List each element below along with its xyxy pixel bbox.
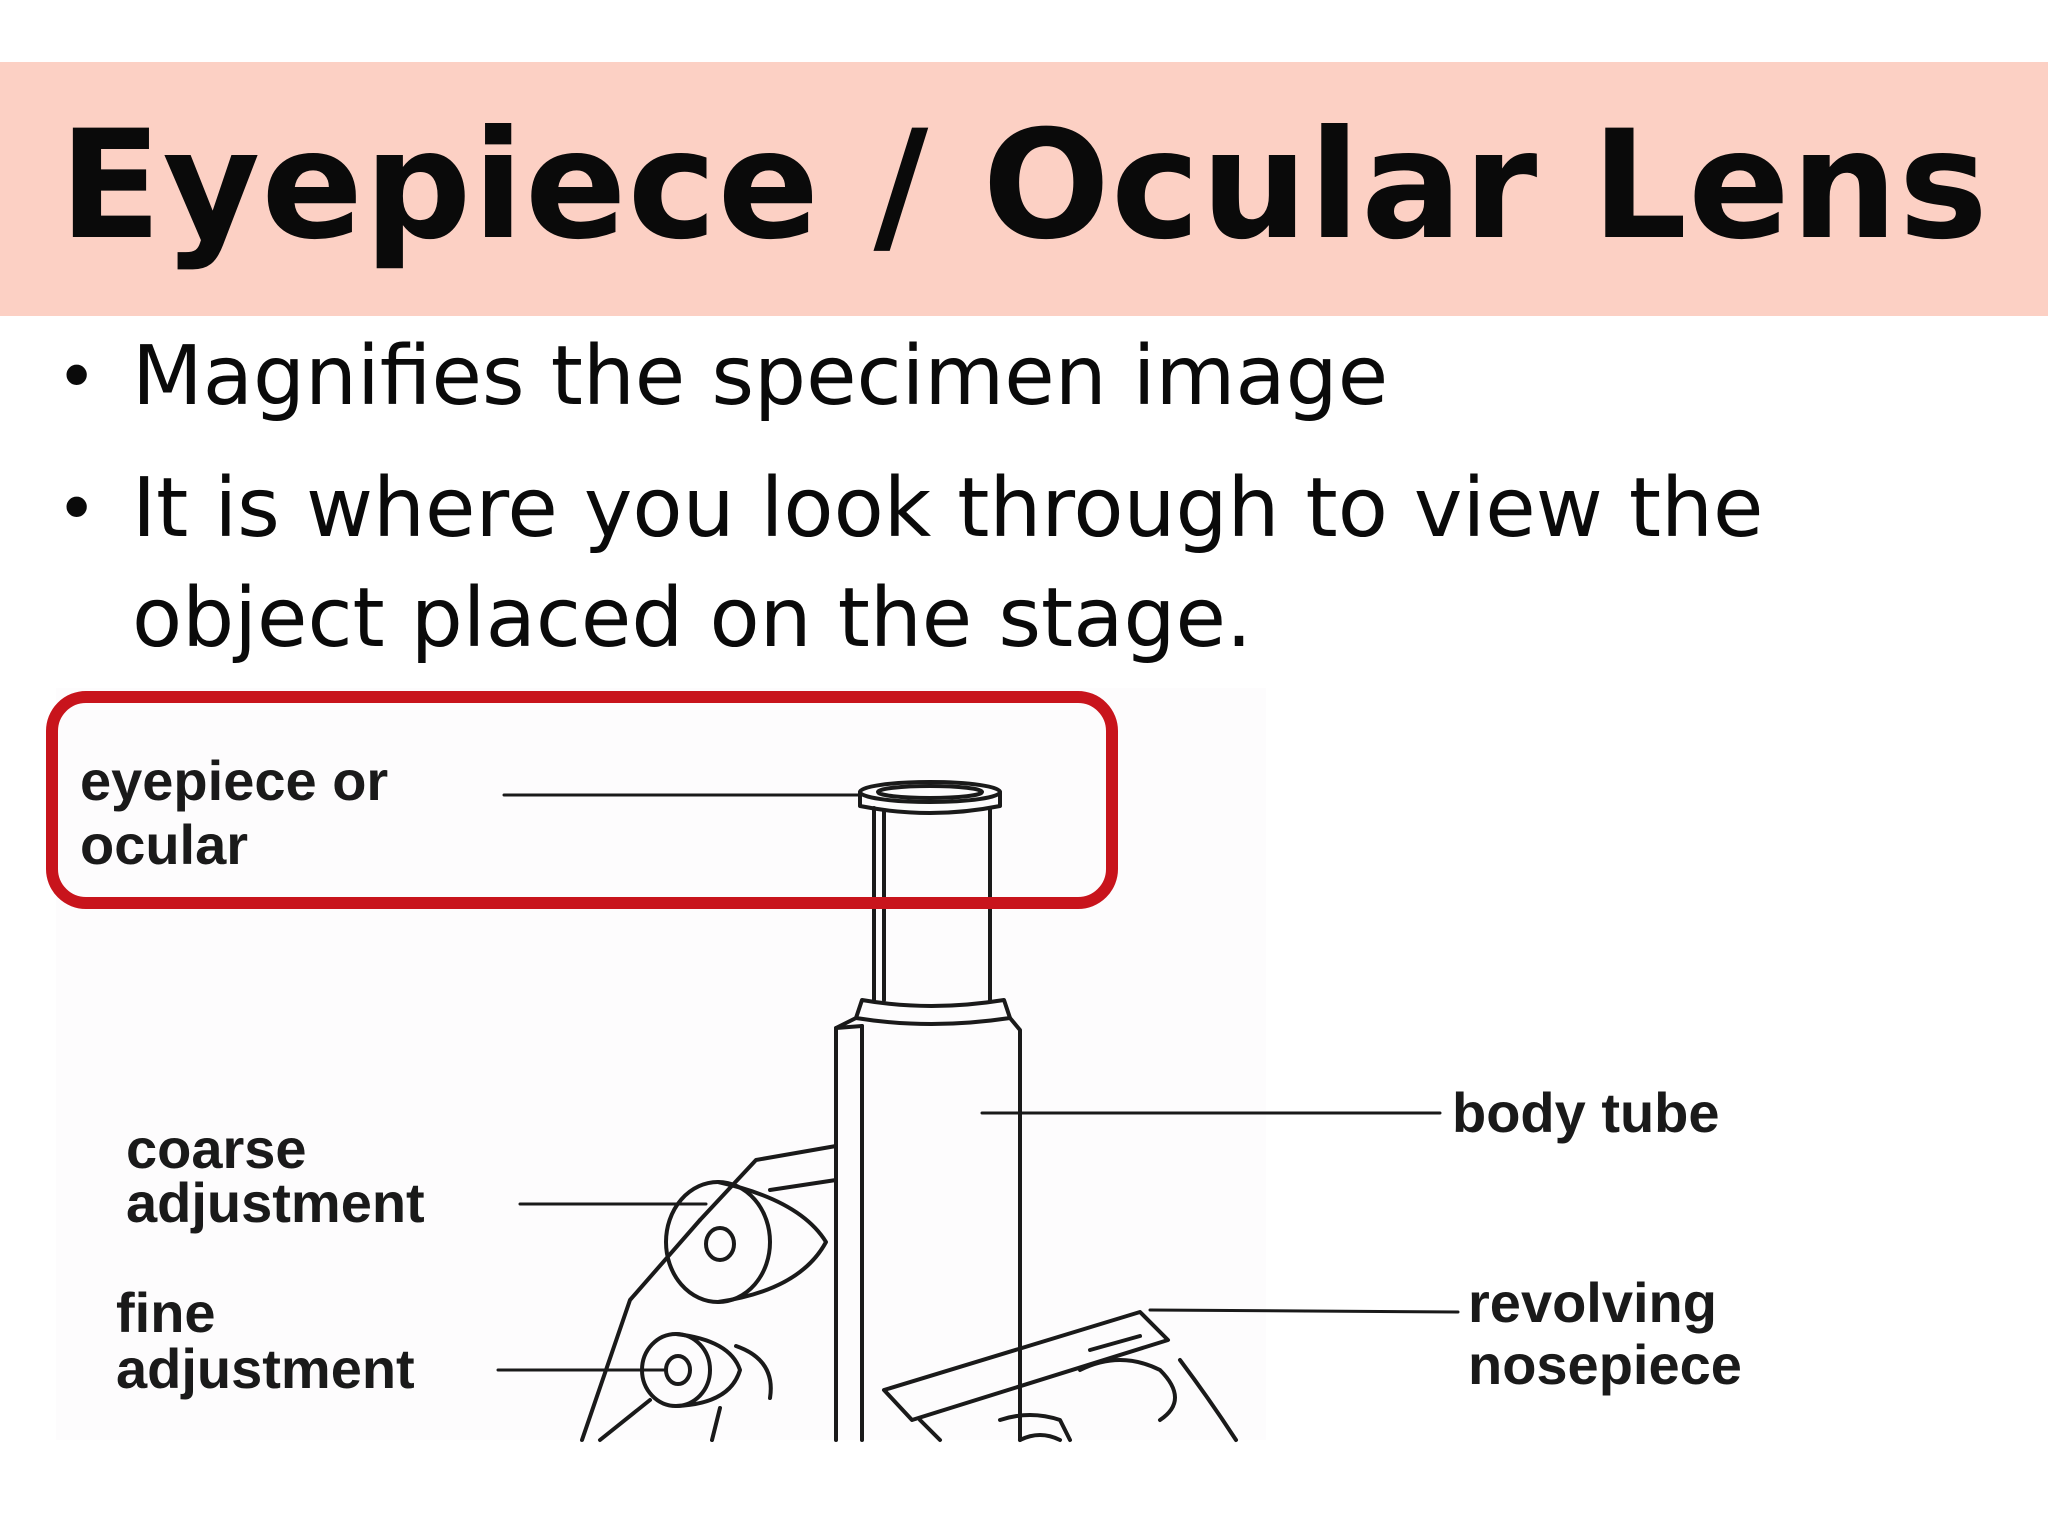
fine-adjustment-label: adjustment — [116, 1337, 415, 1400]
coarse-knob-drawing — [664, 1180, 828, 1304]
revolving-nosepiece-label: revolving — [1468, 1271, 1717, 1334]
arm-drawing — [580, 1144, 838, 1442]
bullet-text: Magnifies the specimen image — [132, 329, 1389, 424]
fine-adjustment-label: fine — [116, 1281, 216, 1344]
bullet-item: • It is where you look through to view t… — [0, 454, 2048, 674]
bullet-dot: • — [56, 468, 98, 550]
body-tube-drawing — [834, 1016, 1022, 1442]
leader-lines — [496, 793, 1460, 1372]
nosepiece-leader-line — [1148, 1308, 1460, 1314]
coarse-adjustment-label: adjustment — [126, 1171, 425, 1234]
title-band — [0, 62, 2048, 316]
eyepiece-highlight-box — [46, 691, 1118, 909]
nosepiece-drawing — [882, 1310, 1238, 1442]
bullet-text: It is where you look through to view the — [132, 461, 1764, 556]
fine-knob-drawing — [598, 1332, 773, 1442]
coarse-adjustment-label: coarse — [126, 1117, 307, 1180]
bullet-dot: • — [56, 336, 98, 418]
slide-title: Eyepiece / Ocular Lens — [59, 99, 1989, 273]
eyepiece-label: eyepiece or — [80, 749, 388, 812]
body-tube-label: body tube — [1452, 1081, 1720, 1144]
bullet-text: object placed on the stage. — [132, 571, 1253, 666]
eyepiece-label: ocular — [80, 813, 248, 876]
bullet-list: • Magnifies the specimen image • It is w… — [0, 322, 2048, 696]
revolving-nosepiece-label: nosepiece — [1468, 1333, 1742, 1396]
diagram-background — [56, 688, 1266, 1440]
bullet-item: • Magnifies the specimen image — [0, 322, 2048, 432]
